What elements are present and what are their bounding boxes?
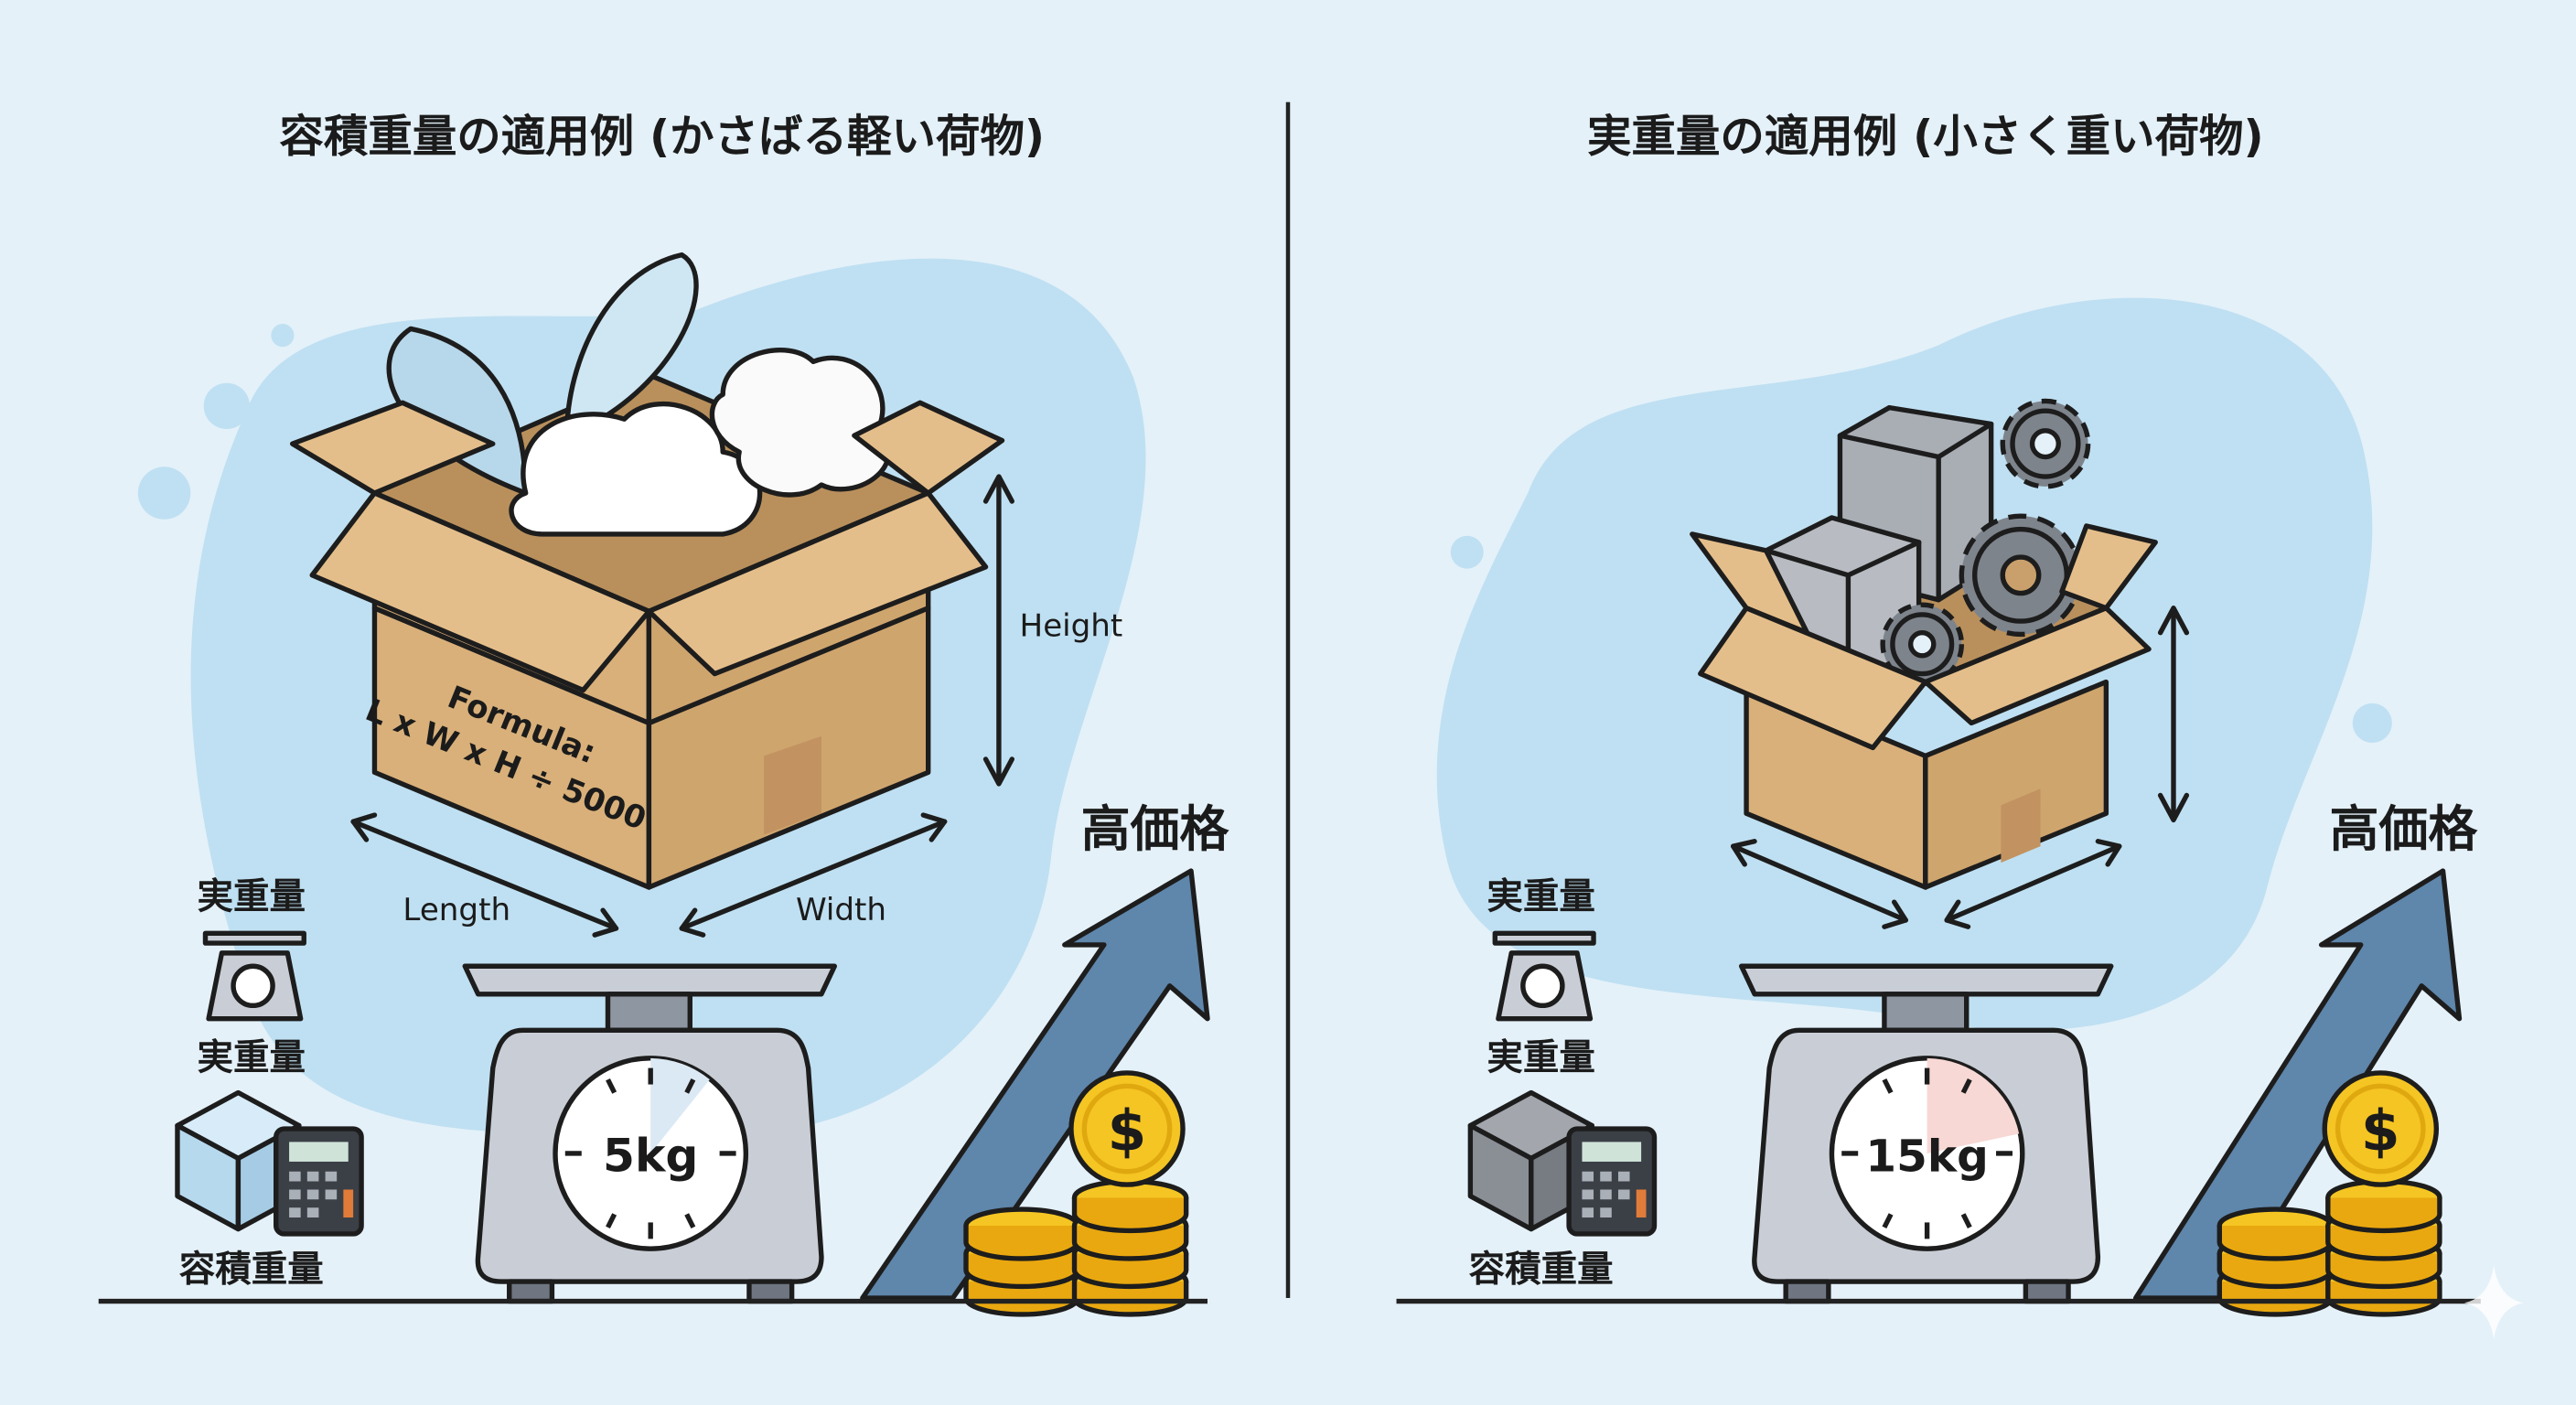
small-scale-icon (202, 930, 306, 1022)
length-dimension-arrow (350, 812, 948, 938)
sparkle-icon (2463, 1265, 2524, 1339)
cardboard-box-heavy (1690, 398, 2158, 890)
volumetric-weight-label: 容積重量 (179, 1249, 324, 1291)
volumetric-weight-label: 容積重量 (1469, 1249, 1614, 1291)
cotton-icon (709, 348, 892, 498)
height-label: Height (1020, 607, 1123, 644)
high-price-label: 高価格 (2330, 800, 2479, 858)
cardboard-box-light: Formula: L x W x H ÷ 5000 (289, 252, 1005, 890)
weighing-scale: 15kg (1738, 963, 2114, 1304)
coin-stack-icon: $ (966, 1070, 1186, 1314)
actual-weight-label: 実重量 (1487, 1036, 1595, 1078)
gear-icon (2000, 398, 2091, 489)
dollar-sign: $ (2361, 1099, 2399, 1164)
length-width-dimension-arrows (1731, 839, 2122, 929)
gear-icon (1959, 513, 2083, 638)
high-price-label: 高価格 (1081, 800, 1230, 858)
scale-reading: 5kg (603, 1129, 698, 1183)
actual-weight-label: 実重量 (198, 875, 306, 917)
gear-icon (1880, 602, 1965, 687)
right-panel-title: 実重量の適用例 (小さく重い荷物) (1587, 111, 2264, 162)
weighing-scale: 5kg (462, 963, 838, 1304)
height-dimension-arrow (2157, 606, 2190, 823)
coin-stack-icon: $ (2219, 1070, 2440, 1314)
calculator-icon (1566, 1126, 1658, 1237)
calculator-icon (274, 1126, 364, 1237)
scale-reading: 15kg (1865, 1132, 1988, 1183)
actual-weight-label: 実重量 (1487, 875, 1595, 917)
left-panel-title: 容積重量の適用例 (かさばる軽い荷物) (279, 111, 1045, 162)
decorative-bubbles (137, 324, 2392, 743)
height-dimension-arrow (982, 474, 1014, 787)
cotton-icon (509, 402, 763, 537)
small-scale-icon (1492, 930, 1596, 1022)
width-label: Width (796, 892, 886, 928)
dollar-sign: $ (1108, 1099, 1146, 1164)
actual-weight-label: 実重量 (198, 1036, 306, 1078)
length-label: Length (402, 892, 510, 928)
